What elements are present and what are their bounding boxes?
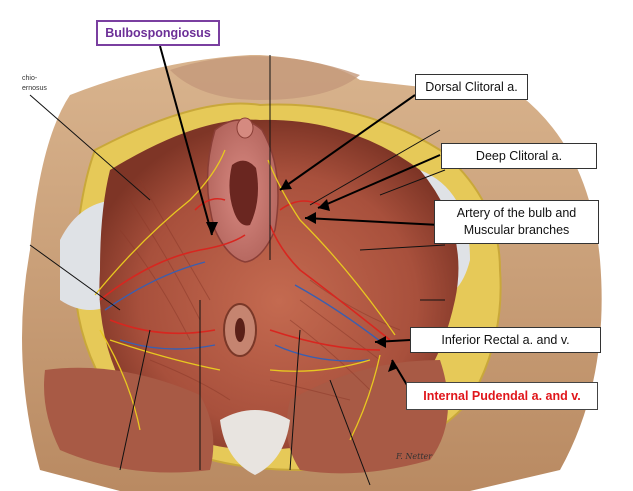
label-deep-clitoral-artery: Deep Clitoral a. — [441, 143, 597, 169]
label-artery-of-bulb-line1: Artery of the bulb and — [456, 206, 577, 221]
anal-orifice — [235, 318, 245, 342]
label-inferior-rectal: Inferior Rectal a. and v. — [410, 327, 601, 353]
nerves — [94, 149, 396, 441]
label-dorsal-clitoral-artery: Dorsal Clitoral a. — [415, 74, 528, 100]
label-internal-pudendal: Internal Pudendal a. and v. — [406, 382, 598, 410]
anococcygeal-ligament — [220, 410, 290, 475]
muscle-bed — [99, 119, 459, 451]
clitoris — [236, 117, 254, 139]
veins — [104, 261, 386, 362]
muscle-striations — [119, 179, 401, 401]
label-artery-of-bulb-line2: Muscular branches — [463, 223, 570, 237]
gluteus-left — [44, 367, 214, 473]
mons-pubis — [170, 56, 360, 100]
leader-lines — [29, 55, 446, 486]
label-artery-of-bulb: Artery of the bulb and Muscular branches — [434, 200, 599, 244]
artist-signature: F. Netter — [396, 452, 433, 461]
partial-label-line2: ernosus — [22, 85, 47, 92]
vaginal-orifice — [229, 160, 258, 226]
arrowheads — [206, 179, 398, 372]
label-bulbospongiosus: Bulbospongiosus — [96, 20, 220, 46]
partial-label-ischiocavernosus: chio- ernosus — [22, 74, 47, 94]
arteries — [99, 197, 391, 351]
partial-label-line1: chio- — [22, 75, 38, 82]
